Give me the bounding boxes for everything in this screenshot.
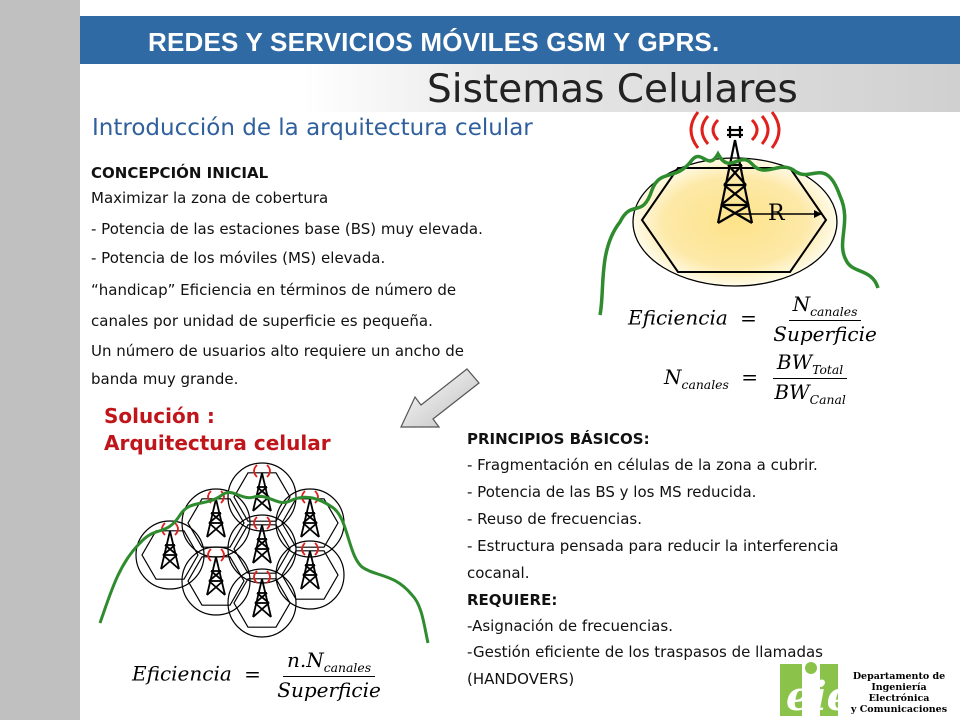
coverage-ellipse — [632, 157, 838, 287]
down-left-arrow-icon — [400, 368, 480, 428]
requiere-line: (HANDOVERS) — [467, 670, 575, 688]
formula-numerator: BW — [776, 350, 813, 374]
principios-line: - Fragmentación en células de la zona a … — [467, 456, 818, 474]
tower-icon — [206, 498, 226, 538]
formula-lhs-sub: canales — [681, 377, 729, 392]
formula-lhs: Eficiencia — [628, 305, 728, 330]
solucion-line1: Solución : — [104, 404, 215, 428]
logo-letters: eie — [786, 673, 852, 716]
dept-line: Departamento de — [852, 671, 946, 682]
cellular-cluster-diagram — [98, 462, 430, 644]
cell-hexagon — [141, 530, 199, 580]
formula-denominator-sub: Canal — [809, 392, 846, 407]
formula-denominator: Superficie — [277, 678, 381, 702]
tower-icon — [252, 524, 272, 564]
tower-icon — [300, 550, 320, 590]
concepcion-line: canales por unidad de superficie es pequ… — [91, 312, 433, 330]
concepcion-line: - Potencia de los móviles (MS) elevada. — [91, 249, 386, 267]
formula-numerator-sub: canales — [323, 660, 372, 675]
cell-circle — [227, 568, 297, 638]
concepcion-line: banda muy grande. — [91, 370, 239, 388]
department-name: Departamento de Ingeniería Electrónica y… — [840, 671, 958, 715]
formula-ncanales: Ncanales = BWTotal BWCanal — [664, 350, 850, 407]
radio-waves-icon — [689, 111, 781, 149]
left-gray-strip — [0, 0, 80, 720]
formula-denominator: BW — [774, 380, 810, 404]
radio-waves-icon — [301, 542, 319, 556]
cell-circle — [227, 462, 297, 532]
principios-line: - Estructura pensada para reducir la int… — [467, 537, 839, 555]
section-band — [303, 64, 960, 112]
radius-arrowhead — [814, 210, 822, 218]
requiere-heading: REQUIERE: — [467, 591, 558, 609]
cell-circle — [275, 540, 345, 610]
formula-eficiencia-celular: Eficiencia = n.Ncanales Superficie — [132, 648, 385, 702]
cell-hexagon — [187, 498, 245, 548]
principios-line: - Potencia de las BS y los MS reducida. — [467, 483, 757, 501]
concepcion-line: Un número de usuarios alto requiere un a… — [91, 342, 464, 360]
formula-numerator: N — [792, 292, 811, 316]
eie-logo: eie — [780, 660, 852, 716]
solucion-line2: Arquitectura celular — [104, 431, 331, 455]
cell-hexagon — [233, 578, 291, 628]
formula-denominator: Superficie — [773, 322, 877, 346]
tower-icon — [206, 556, 226, 596]
formula-lhs: N — [664, 365, 682, 389]
radius-label: R — [768, 201, 786, 226]
section-title: Sistemas Celulares — [427, 67, 798, 112]
radio-waves-icon — [207, 548, 225, 562]
single-cell-diagram: R — [598, 111, 880, 316]
cell-circle — [181, 546, 251, 616]
terrain-line — [598, 150, 880, 316]
cell-hexagon — [187, 556, 245, 606]
formula-equals: = — [741, 365, 758, 389]
requiere-line: -Gestión eficiente de los traspasos de l… — [467, 643, 824, 661]
tower-icon — [716, 126, 754, 224]
principios-heading: PRINCIPIOS BÁSICOS: — [467, 430, 650, 448]
header-band — [80, 16, 960, 64]
radio-waves-icon — [253, 516, 271, 530]
cell-hexagon — [281, 498, 339, 548]
tower-icon — [252, 472, 272, 512]
formula-eficiencia: Eficiencia = Ncanales Superficie — [628, 292, 881, 346]
formula-equals: = — [244, 661, 261, 686]
header-title: REDES Y SERVICIOS MÓVILES GSM Y GPRS. — [148, 27, 720, 57]
radio-waves-icon — [253, 464, 271, 478]
concepcion-heading: CONCEPCIÓN INICIAL — [91, 164, 269, 182]
formula-fraction: Ncanales Superficie — [769, 292, 881, 346]
formula-numerator: n.N — [286, 648, 324, 672]
formula-fraction: n.Ncanales Superficie — [273, 648, 385, 702]
terrain-line — [98, 491, 430, 644]
tower-icon — [160, 530, 180, 570]
dept-line: Ingeniería Electrónica — [868, 682, 930, 704]
formula-numerator-sub: canales — [810, 304, 858, 319]
requiere-line: -Asignación de frecuencias. — [467, 617, 673, 635]
formula-fraction: BWTotal BWCanal — [770, 350, 849, 407]
tower-icon — [300, 498, 320, 538]
cell-circle — [135, 520, 205, 590]
intro-title: Introducción de la arquitectura celular — [92, 115, 533, 141]
concepcion-line: - Potencia de las estaciones base (BS) m… — [91, 220, 483, 238]
dept-line: y Comunicaciones — [850, 704, 948, 715]
concepcion-line: “handicap” Eficiencia en términos de núm… — [91, 281, 457, 299]
tower-icon — [252, 578, 272, 618]
principios-line: - Reuso de frecuencias. — [467, 510, 642, 528]
principios-line: cocanal. — [467, 564, 530, 582]
formula-lhs: Eficiencia — [132, 661, 232, 686]
concepcion-line: Maximizar la zona de cobertura — [91, 189, 329, 207]
radio-waves-icon — [253, 570, 271, 584]
formula-equals: = — [740, 305, 757, 330]
formula-numerator-sub: Total — [812, 362, 844, 377]
hexagon-cell — [640, 167, 828, 273]
